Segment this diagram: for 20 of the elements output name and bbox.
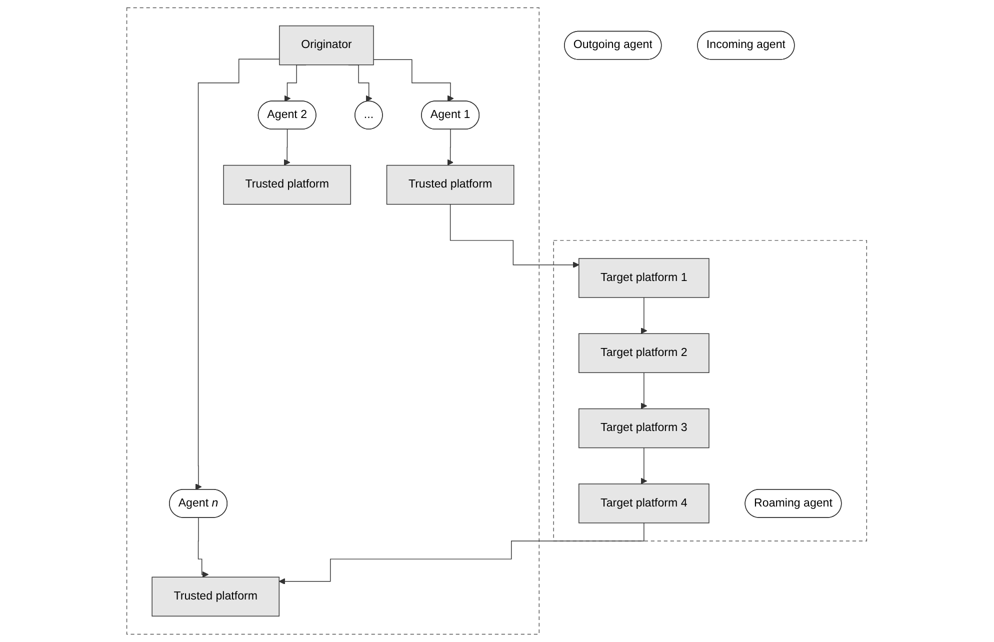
cluster	[126, 7, 540, 635]
arrow	[284, 129, 291, 166]
arrow	[279, 522, 645, 585]
arrow	[450, 204, 580, 268]
arrow	[373, 59, 454, 102]
node-box: Trusted platform	[152, 576, 280, 616]
arrow	[196, 58, 280, 490]
node-box: Target platform 3	[578, 408, 710, 448]
node-box: Trusted platform	[223, 164, 352, 205]
arrow	[447, 129, 454, 166]
node-box: Target platform 1	[578, 258, 710, 298]
arrow	[641, 297, 648, 334]
arrow	[641, 372, 648, 410]
node-box: Trusted platform	[386, 164, 514, 205]
arrow	[641, 447, 648, 484]
arrow	[198, 518, 209, 578]
node-box: Target platform 2	[578, 333, 710, 374]
cluster	[554, 240, 868, 542]
node-box: Originator	[279, 25, 374, 66]
node-box: Target platform 4	[578, 484, 710, 524]
